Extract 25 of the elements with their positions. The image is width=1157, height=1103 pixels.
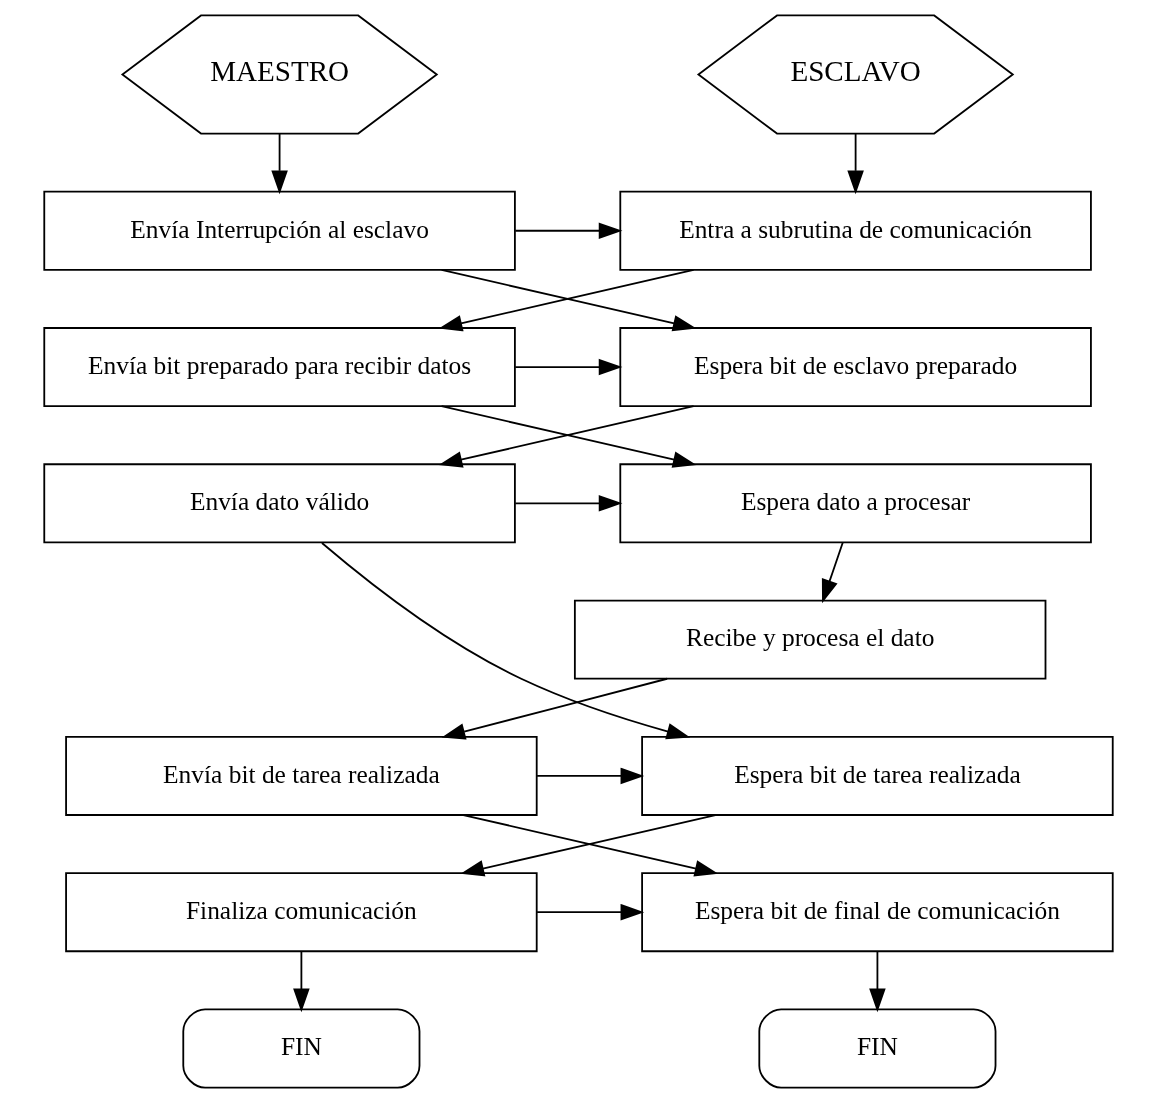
arrow xyxy=(321,542,691,740)
node-box: Espera bit de esclavo preparado xyxy=(619,327,1092,408)
arrow xyxy=(514,495,623,512)
arrow xyxy=(869,950,886,1013)
node-box: Espera dato a procesar xyxy=(619,463,1092,544)
arrow xyxy=(821,541,844,604)
node-box: Envía bit de tarea realizada xyxy=(65,735,538,816)
node-box: FIN xyxy=(182,1008,421,1089)
node-box: Recibe y procesa el dato xyxy=(573,599,1047,680)
node-box: Envía Interrupción al esclavo xyxy=(43,190,516,271)
node-box: Espera bit de tarea realizada xyxy=(641,735,1114,816)
node-box: Finaliza comunicación xyxy=(65,872,538,953)
arrow xyxy=(514,222,623,240)
arrow xyxy=(847,133,864,195)
arrow xyxy=(514,358,623,376)
node-box: Entra a subrutina de comunicación xyxy=(619,190,1092,271)
arrow xyxy=(441,677,668,740)
arrow xyxy=(536,903,645,921)
node-box: FIN xyxy=(758,1008,997,1089)
node-box: Envía dato válido xyxy=(43,463,516,544)
arrow xyxy=(536,767,645,785)
arrow xyxy=(293,950,310,1013)
node-box: Envía bit preparado para recibir datos xyxy=(43,327,516,408)
node-box: Espera bit de final de comunicación xyxy=(641,872,1114,953)
arrow xyxy=(271,133,288,195)
